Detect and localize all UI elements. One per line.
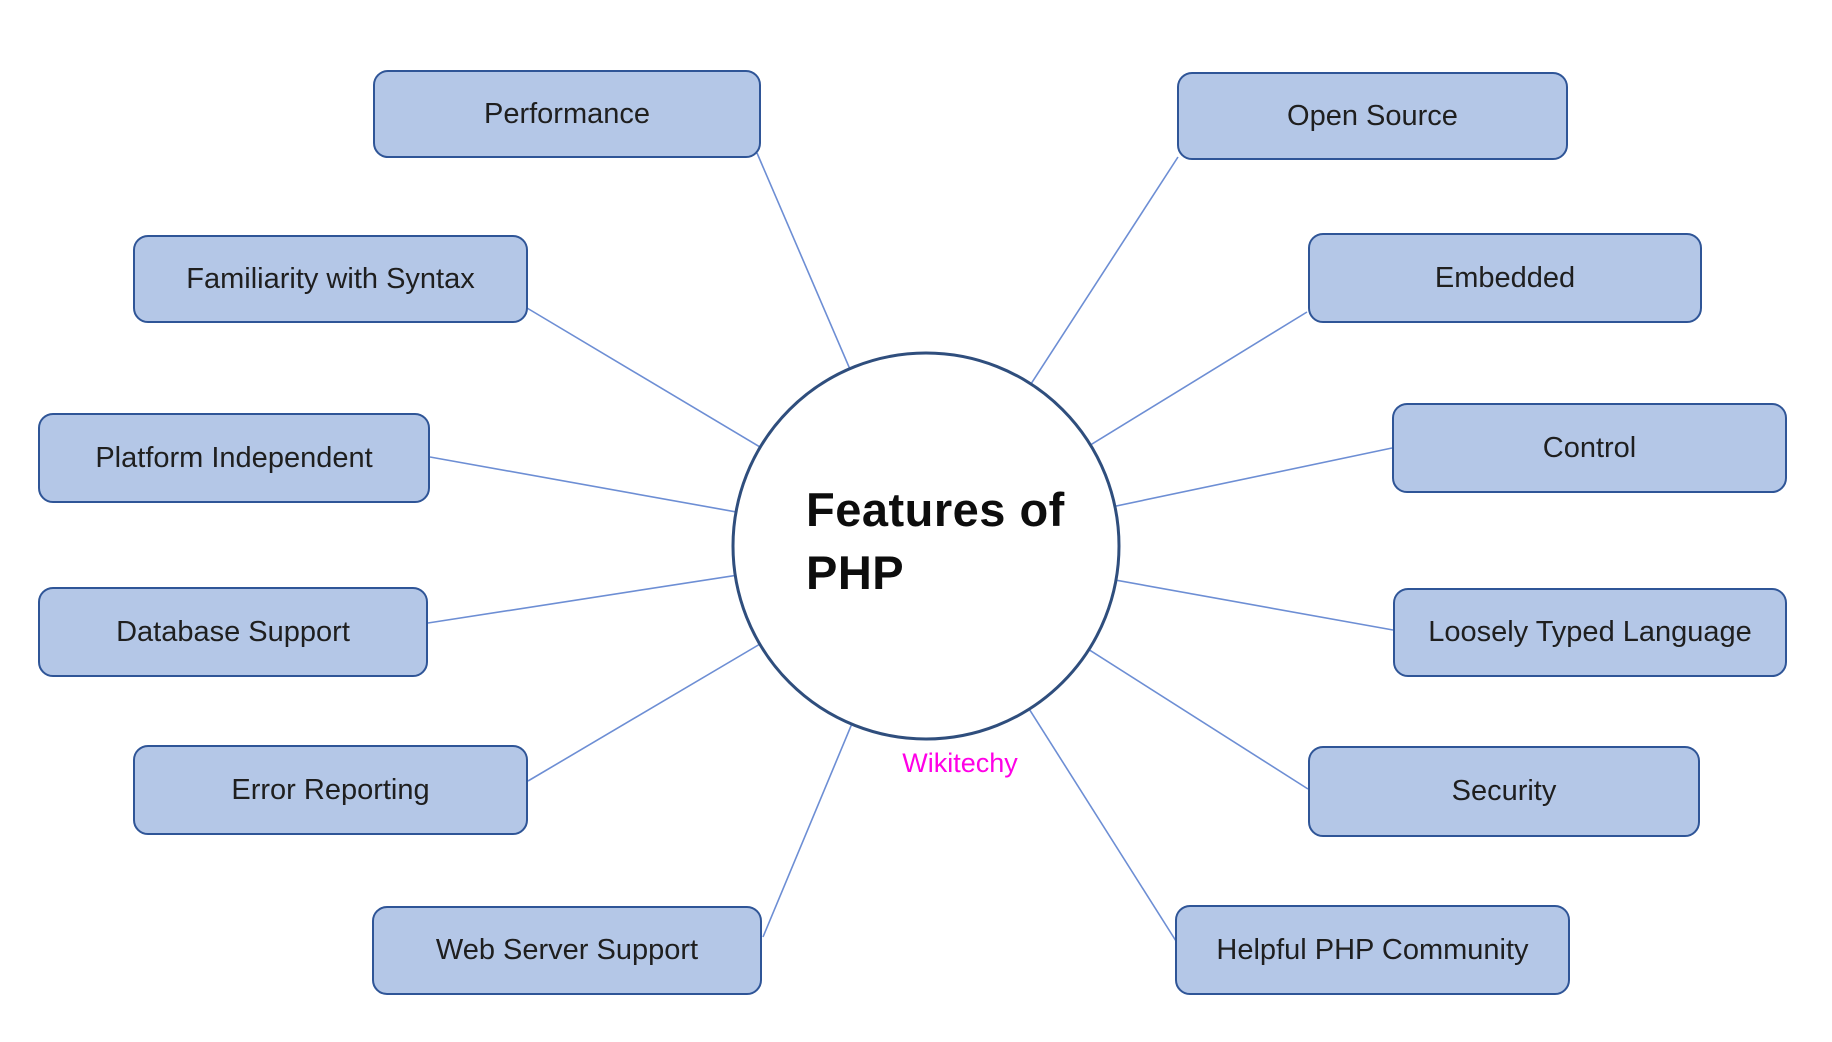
diagram-title-line-1: Features of xyxy=(806,483,1065,536)
node-error-reporting: Error Reporting xyxy=(133,745,528,835)
diagram-title: Features of PHP xyxy=(806,478,1065,604)
node-platform-independent: Platform Independent xyxy=(38,413,430,503)
node-helpful-php-community: Helpful PHP Community xyxy=(1175,905,1570,995)
watermark-text: Wikitechy xyxy=(902,748,1018,778)
node-database-support: Database Support xyxy=(38,587,428,677)
node-familiarity-with-syntax: Familiarity with Syntax xyxy=(133,235,528,323)
node-control: Control xyxy=(1392,403,1787,493)
node-open-source: Open Source xyxy=(1177,72,1568,160)
diagram-title-line-2: PHP xyxy=(806,546,905,599)
node-web-server-support: Web Server Support xyxy=(372,906,762,995)
node-performance: Performance xyxy=(373,70,761,158)
node-embedded: Embedded xyxy=(1308,233,1702,323)
center-circle xyxy=(731,351,1121,741)
node-loosely-typed-language: Loosely Typed Language xyxy=(1393,588,1787,677)
node-security: Security xyxy=(1308,746,1700,837)
